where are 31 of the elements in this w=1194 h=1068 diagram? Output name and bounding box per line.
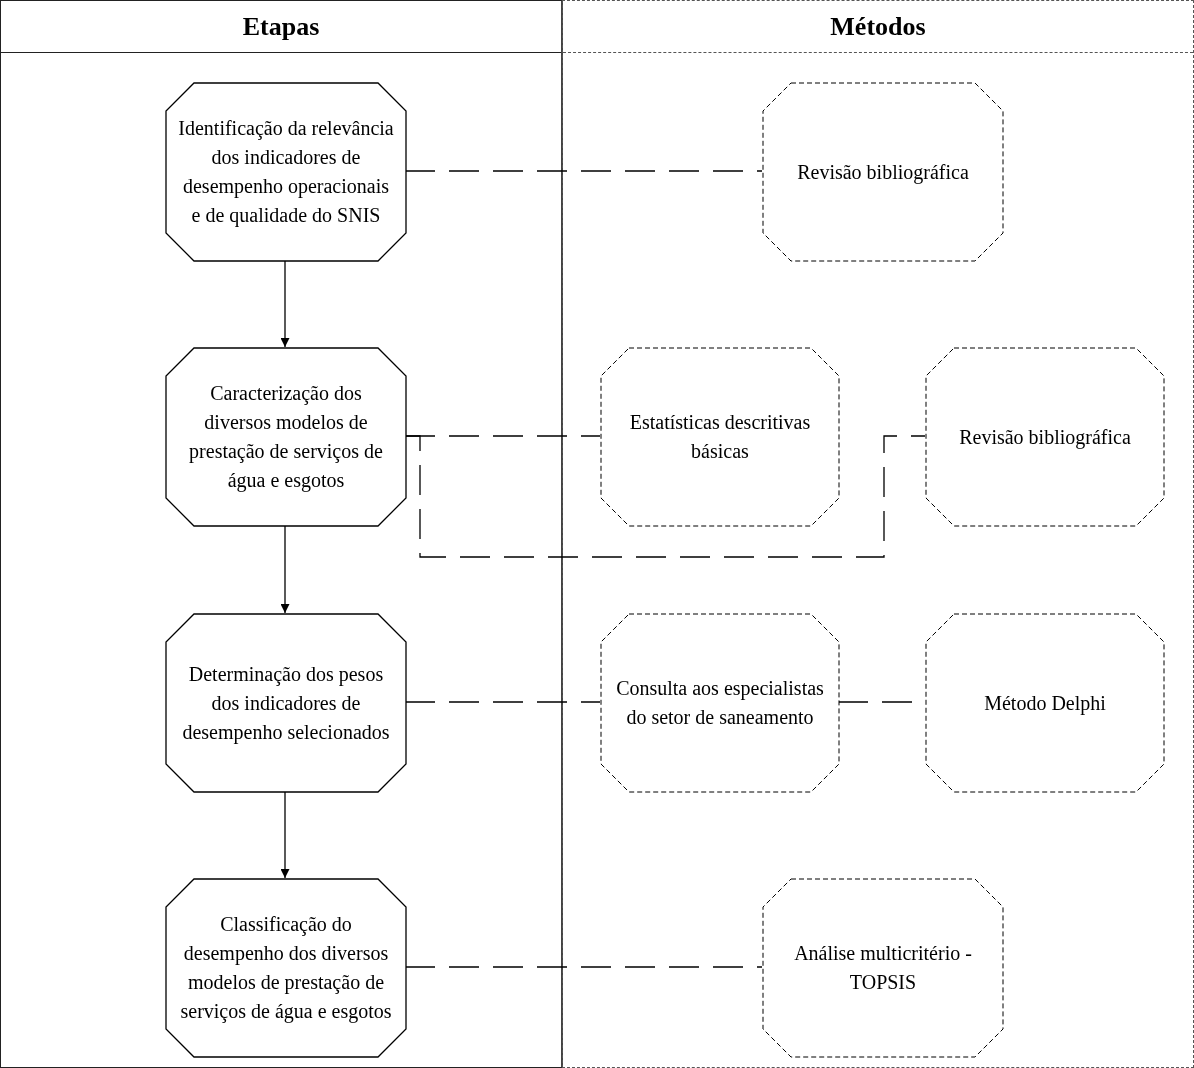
node-text: Consulta aos especialistas do setor de saneamento (615, 676, 825, 730)
stage-box (166, 348, 406, 526)
node-text: Caracterização dos diversos modelos de prestação de serviços de água e esgotos (188, 381, 384, 494)
node-text: Revisão bibliográfica (958, 424, 1132, 451)
node-text: Identificação da relevância dos indicadores de desempenho operacionais e de qualidade do SNIS (177, 116, 395, 229)
method-box (601, 348, 839, 526)
swimlane-column (562, 0, 1194, 1068)
dashed-connector (404, 966, 763, 968)
method-box (763, 879, 1003, 1057)
stage-box (166, 879, 406, 1057)
column-heading: Etapas (242, 11, 320, 42)
node-text: Classificação do desempenho dos diversos modelos de prestação de serviços de água e esgotos (179, 912, 393, 1025)
node-text: Determinação dos pesos dos indicadores de desempenho selecionados (181, 661, 391, 746)
node-text: Método Delphi (983, 690, 1107, 717)
stage-box (166, 614, 406, 792)
swimlane-column (0, 0, 563, 1068)
dashed-connector (404, 701, 601, 703)
dashed-connector (404, 170, 763, 172)
method-box (926, 614, 1164, 792)
arrow (280, 790, 290, 879)
node-text: Análise multicritério - TOPSIS (793, 941, 973, 995)
method-box (763, 83, 1003, 261)
arrow (280, 524, 290, 614)
column-heading: Métodos (830, 11, 926, 42)
node-text: Revisão bibliográfica (796, 159, 970, 186)
dashed-connector (404, 435, 926, 558)
node-text: Estatísticas descritivas básicas (628, 410, 812, 464)
method-box (601, 614, 839, 792)
stage-box (166, 83, 406, 261)
method-box (926, 348, 1164, 526)
arrow (280, 259, 290, 348)
